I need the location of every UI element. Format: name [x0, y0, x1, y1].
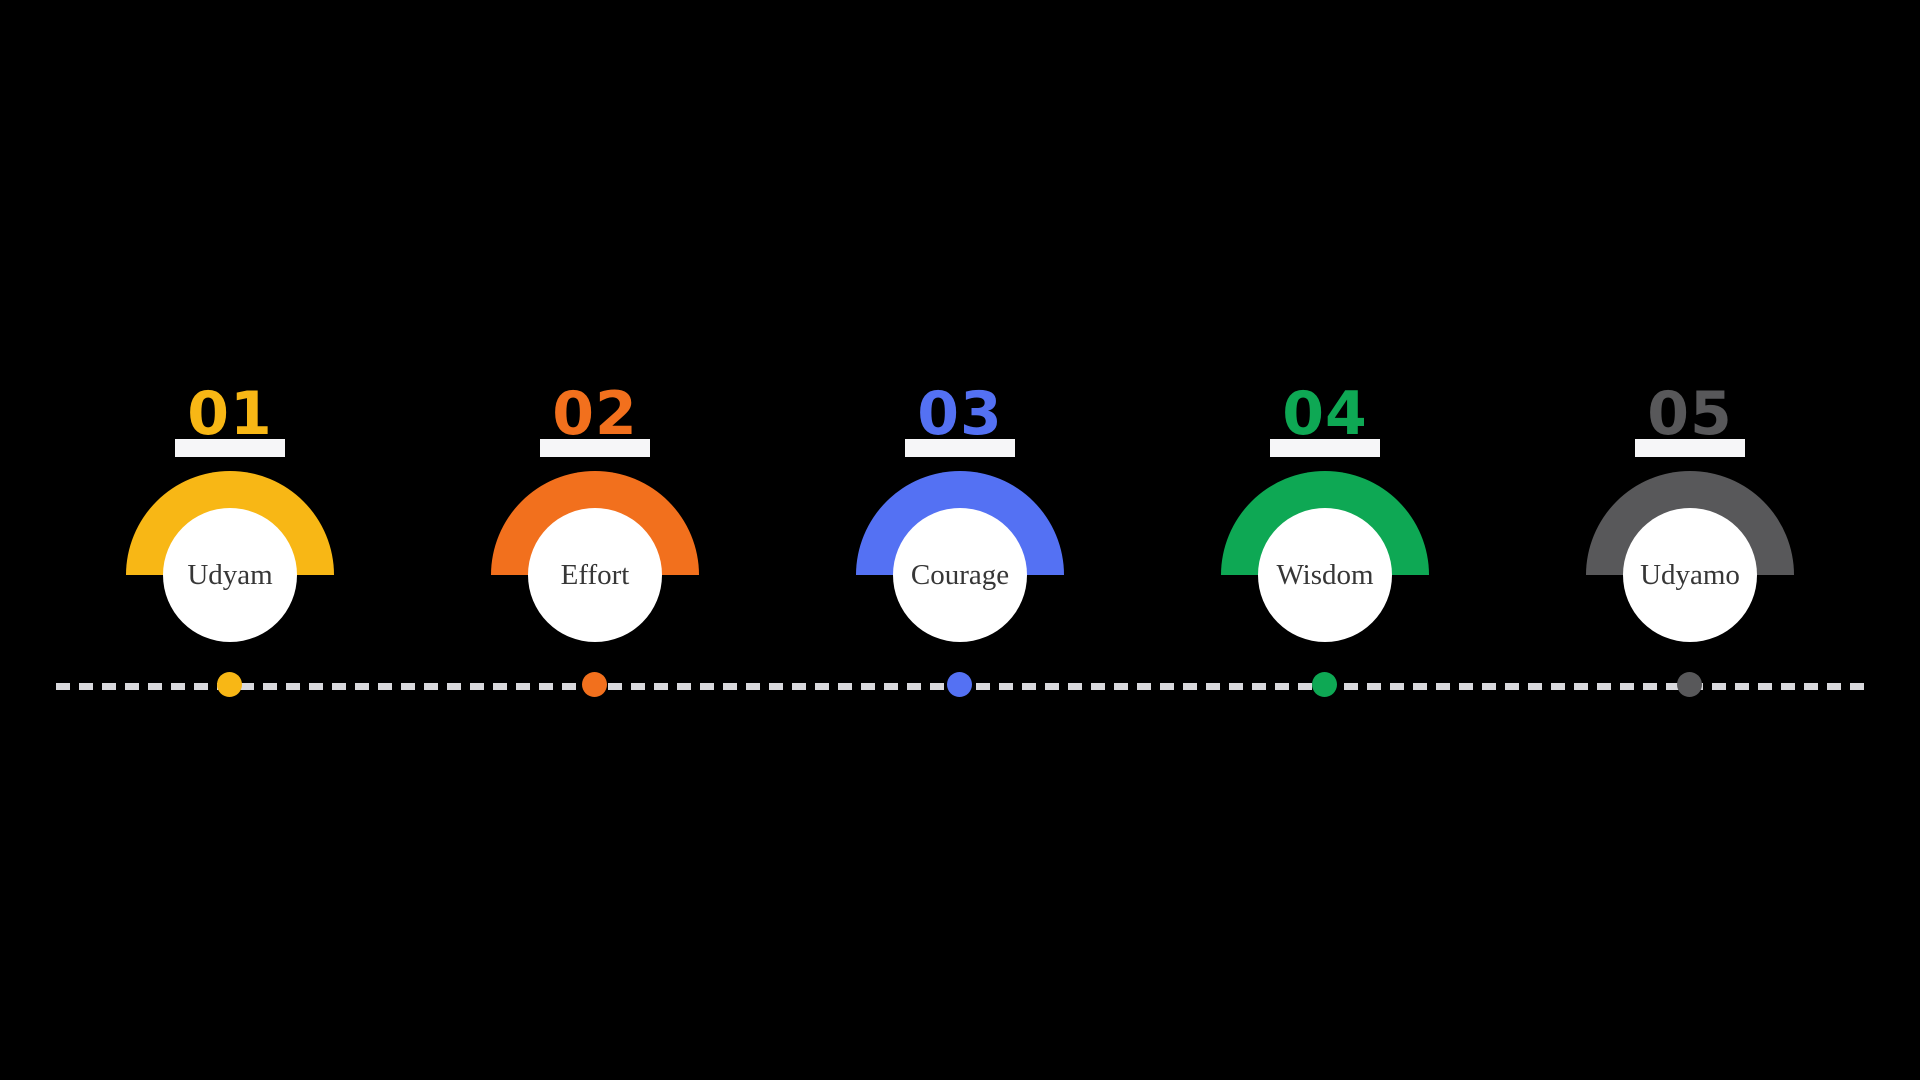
timeline-step-4: 04 Wisdom — [1215, 380, 1435, 710]
step-underline-bar — [905, 439, 1015, 457]
step-number: 04 — [1282, 379, 1368, 449]
timeline-dot — [1312, 672, 1337, 697]
step-label: Udyam — [187, 558, 273, 591]
timeline-dot — [1677, 672, 1702, 697]
timeline-step-2: 02 Effort — [485, 380, 705, 710]
step-label: Effort — [560, 558, 630, 591]
step-circle: Udyam — [163, 508, 297, 642]
timeline-step-1: 01 Udyam — [120, 380, 340, 710]
step-number: 01 — [187, 379, 273, 449]
timeline-dot — [217, 672, 242, 697]
timeline-step-5: 05 Udyamo — [1580, 380, 1800, 710]
step-label: Udyamo — [1640, 558, 1740, 591]
step-circle: Wisdom — [1258, 508, 1392, 642]
step-underline-bar — [540, 439, 650, 457]
timeline-step-3: 03 Courage — [850, 380, 1070, 710]
timeline-dot — [947, 672, 972, 697]
step-number: 05 — [1647, 379, 1733, 449]
step-circle: Udyamo — [1623, 508, 1757, 642]
step-circle: Courage — [893, 508, 1027, 642]
step-underline-bar — [1635, 439, 1745, 457]
step-label: Wisdom — [1276, 558, 1374, 591]
step-underline-bar — [175, 439, 285, 457]
step-circle: Effort — [528, 508, 662, 642]
timeline-dot — [582, 672, 607, 697]
step-underline-bar — [1270, 439, 1380, 457]
step-number: 02 — [552, 379, 638, 449]
step-label: Courage — [910, 558, 1010, 591]
step-number: 03 — [917, 379, 1003, 449]
